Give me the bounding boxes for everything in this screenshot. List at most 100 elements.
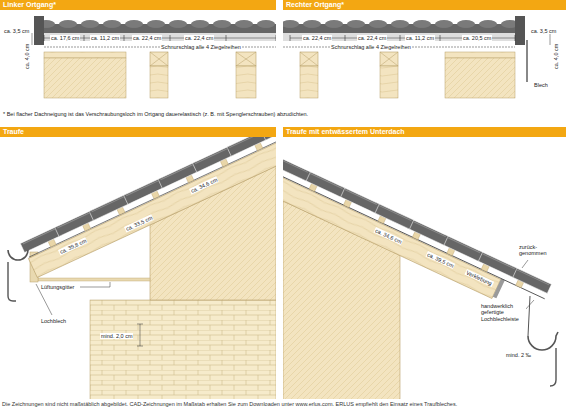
tile-profile [213,20,231,28]
dimension-label: ca. 34,6 cm [189,176,219,195]
dimension-line [137,324,143,346]
tile-profile [125,20,143,28]
dimension-tick [290,35,291,41]
tile-highlight [229,137,262,148]
dimension-label: Lüftungsgitter [40,284,75,290]
tile-profile [413,20,431,28]
right-verge [283,16,550,98]
section-header: Traufe [0,127,276,137]
eave [8,137,276,399]
tile-highlight [92,197,125,212]
tile-highlight [413,221,446,236]
tile-highlight [516,270,549,285]
brick-wall [90,300,276,399]
tile-highlight [283,157,308,172]
dimension-label: ca. 20,5 cm [462,35,492,41]
dimension-label: ca. 4,0 cm [24,43,30,70]
tile-profile [191,20,209,28]
tile-profile [347,20,365,28]
dimension-label: Lochblech [40,318,67,324]
tile-highlight [379,205,412,220]
dimension-label: Verklebung [464,269,493,287]
dimension-line [32,33,33,45]
tile-highlight [126,181,159,196]
underlay [29,137,276,257]
tile-underside [283,33,515,41]
dimension-tick [400,35,401,41]
tile-highlight [161,165,194,180]
dimension-label: ca. 11,2 cm [90,35,120,41]
header-text: Traufe mit entwässertem Unterdach [283,127,566,137]
tile-profile [283,20,299,28]
dimension-label: ca. 39,8 cm [58,237,88,256]
roof-tile [283,154,310,181]
dimension-tick [515,35,516,41]
dimension-label: ca. 39,5 cm [425,251,455,270]
section-header: Linker Ortgang* [0,0,276,10]
tile-profile [303,20,321,28]
leader-line [80,282,110,287]
dimension-label: ca. 22,4 cm [132,35,162,41]
eave-drained [283,137,558,399]
caption: Die Zeichnungen sind nicht maßstäblich a… [2,401,457,408]
roof-tile [227,137,269,156]
section-header: Rechter Ortgang* [283,0,566,10]
tile-profile [169,20,187,28]
downpipe [550,348,556,386]
dimension-label: ca. 34,6 cm [374,227,404,246]
tile-highlight [482,254,515,269]
dimension-tick [276,35,277,41]
tile-profile [81,20,99,28]
dimension-label: ca. 4,0 cm [553,43,559,70]
dimension-label: ca. 33,5 cm [124,214,154,233]
tile-highlight [344,189,377,204]
gutter [528,332,558,350]
dimension-label: handwerklich gefertigte Lochblechleiste [480,303,526,322]
left-verge [32,16,276,98]
dimension-label: mind. 2 ‰ [505,352,532,358]
tile-profile [235,20,253,28]
dimension-line [550,33,551,45]
verge-tile [34,16,44,45]
gutter-bracket [528,296,530,336]
tile-profile [325,20,343,28]
tile-profile [59,20,77,28]
underlay [283,143,545,299]
tile-profile [457,20,475,28]
tile-profile [435,20,453,28]
soffit [38,278,150,281]
dimension-tick [170,35,171,41]
tile-highlight [448,237,481,252]
gutter [8,250,28,260]
tile-profile [369,20,387,28]
tile-highlight [23,229,56,244]
header-text: Rechter Ortgang* [283,0,566,10]
dimension-label: ca. 22,4 cm [184,35,214,41]
tile-highlight [57,213,90,228]
dimension-label: ca. 3,5 cm [3,28,30,34]
dimension-label: ca. 17,6 cm [50,35,80,41]
rafter-section [44,58,126,98]
footnote: * Bei flacher Dachneigung ist das Versch… [2,111,309,117]
dimension-label: mind. 2,0 cm [100,333,133,339]
batten-section [150,52,256,98]
tile-underside [44,33,276,41]
rafter [283,144,501,298]
dimension-tick [84,35,85,41]
rafter-section [445,58,515,98]
rafter [28,137,276,277]
dimension-label: Schnurschlag alle 4 Ziegelreihen [330,44,412,50]
tile-profile [391,20,409,28]
dimension-tick [124,35,125,41]
metal-flashing [526,40,528,82]
header-text: Traufe [0,127,276,137]
dimension-label: ca. 3,5 cm [530,28,557,34]
batten [44,52,126,58]
downpipe [8,262,16,301]
tile-highlight [310,173,343,188]
dimension-tick [440,35,441,41]
perforated-strip [493,279,505,299]
dimension-label: Blech [533,82,549,88]
batten-section [300,52,398,98]
